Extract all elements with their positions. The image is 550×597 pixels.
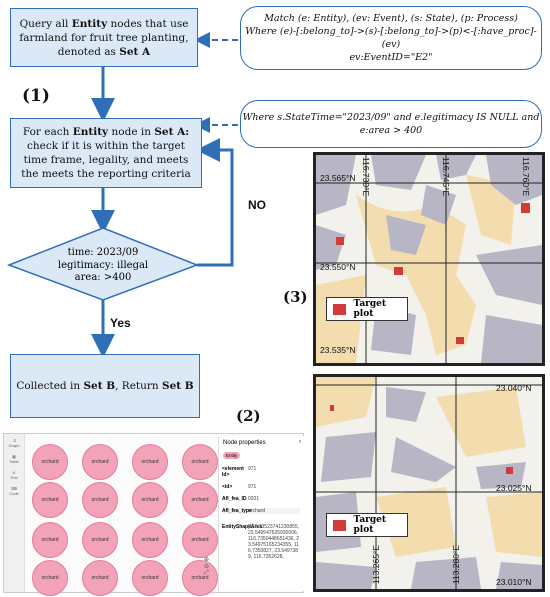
- graph-node[interactable]: orchard: [132, 522, 168, 558]
- decision-text: time: 2023/09 legitimacy: illegal area: …: [45, 247, 161, 285]
- target-plot-swatch: [333, 303, 347, 315]
- q1-line-1: Match (e: Entity), (ev: Event), (s: Stat…: [264, 13, 518, 24]
- q2-line-2: e:area > 400: [359, 125, 423, 136]
- node-properties-panel: Node properties › Entity <element Id>971…: [218, 436, 305, 591]
- result-text: Collected in Set B, Return Set B: [16, 380, 194, 392]
- q1-line-3: ev:EventID="E2": [349, 52, 433, 63]
- map2-legend-label: Target plot: [353, 515, 387, 535]
- map2-lon-2: 113.280°E: [451, 545, 461, 585]
- map1-lat-3: 23.535°N: [320, 345, 356, 355]
- target-plot-swatch: [333, 519, 347, 531]
- decision-area: area: >400: [74, 272, 132, 283]
- map1-lon-2: 116.745°E: [441, 157, 451, 197]
- graph-node[interactable]: orchard: [32, 444, 68, 480]
- graph-node[interactable]: orchard: [132, 482, 168, 518]
- label-1: (1): [22, 86, 50, 106]
- map1-legend-label: Target plot: [353, 299, 387, 319]
- check-step-box: For each Entity node in Set A: check if …: [10, 118, 202, 188]
- decision-diamond: [6, 227, 200, 301]
- sidebar-table[interactable]: ▦Table: [9, 454, 19, 464]
- graph-node[interactable]: orchard: [82, 560, 118, 596]
- graph-node[interactable]: orchard: [182, 482, 218, 518]
- map2-legend: Target plot: [326, 513, 408, 537]
- map-1-shapes: [316, 155, 542, 363]
- graph-node[interactable]: orchard: [32, 522, 68, 558]
- prop-row: EntityShapeArea[116.73523741230855, 23.5…: [222, 524, 300, 560]
- map1-lon-3: 116.760°E: [521, 157, 531, 197]
- graph-node[interactable]: orchard: [182, 444, 218, 480]
- check-step-text: For each Entity node in Set A: check if …: [21, 126, 191, 180]
- query-step-box: Query all Entity nodes that use farmland…: [10, 8, 198, 67]
- sidebar-graph[interactable]: ⤨Graph: [8, 438, 20, 448]
- graph-node[interactable]: orchard: [82, 482, 118, 518]
- map-2: 23.040°N 23.025°N 23.010°N 113.265°E 113…: [313, 374, 545, 592]
- map-1: 116.730°E 116.745°E 116.760°E 23.565°N 2…: [313, 152, 545, 366]
- yes-label: Yes: [110, 316, 131, 330]
- graph-node[interactable]: orchard: [182, 522, 218, 558]
- map1-lon-1: 116.730°E: [361, 157, 371, 197]
- sidebar-code[interactable]: ⌨Code: [9, 486, 19, 496]
- prop-row: <id>971: [222, 484, 257, 490]
- label-2: (2): [236, 407, 261, 425]
- map2-lon-1: 113.265°E: [371, 545, 381, 585]
- prop-row: <element Id>971: [222, 466, 257, 478]
- graph-node[interactable]: orchard: [132, 444, 168, 480]
- q1-line-2: Where (e)-[:belong_to]->(s)-[:belong_to]…: [245, 26, 537, 50]
- query-step-text: Query all Entity nodes that use farmland…: [19, 17, 189, 58]
- result-box: Collected in Set B, Return Set B: [10, 354, 200, 418]
- graph-node[interactable]: orchard: [132, 560, 168, 596]
- graph-node[interactable]: orchard: [82, 444, 118, 480]
- decision-legitimacy: legitimacy: illegal: [57, 259, 149, 271]
- q2-line-1: Where s.StateTime="2023/09" and e.legiti…: [242, 112, 540, 123]
- graph-node[interactable]: orchard: [32, 482, 68, 518]
- cypher-query-2: Where s.StateTime="2023/09" and e.legiti…: [240, 100, 542, 148]
- map1-lat-2: 23.550°N: [320, 262, 356, 272]
- map2-lat-1: 23.040°N: [496, 383, 532, 393]
- map1-legend: Target plot: [326, 297, 408, 321]
- decision-time: time: 2023/09: [67, 247, 139, 258]
- zoom-controls: ⊕⊖⤢: [204, 557, 210, 576]
- graph-node[interactable]: orchard: [82, 522, 118, 558]
- map2-lat-2: 23.025°N: [496, 483, 532, 493]
- cypher-query-1: Match (e: Entity), (ev: Event), (s: Stat…: [240, 6, 542, 70]
- panel-close-icon[interactable]: ›: [299, 439, 301, 445]
- label-3: (3): [283, 288, 308, 306]
- graph-node[interactable]: orchard: [182, 560, 218, 596]
- panel-title: Node properties: [223, 440, 266, 446]
- no-label: NO: [248, 198, 266, 212]
- entity-badge: Entity: [223, 452, 241, 459]
- map1-lat-1: 23.565°N: [320, 173, 356, 183]
- map2-lat-3: 23.010°N: [496, 577, 532, 587]
- graph-node[interactable]: orchard: [32, 560, 68, 596]
